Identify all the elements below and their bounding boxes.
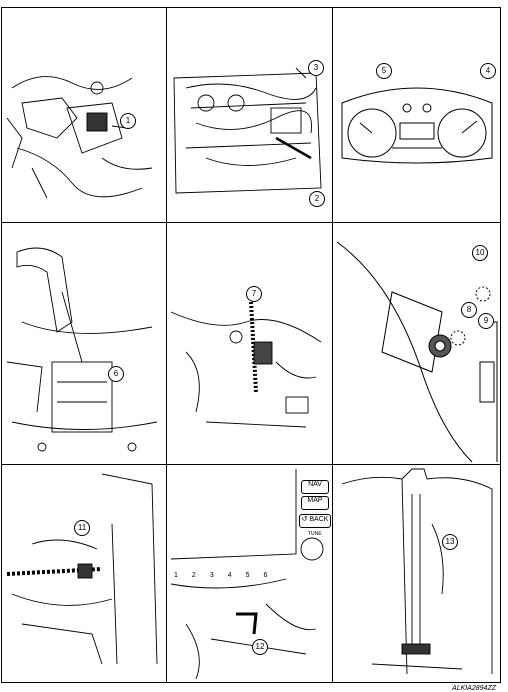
preset-buttons: 1 2 3 4 5 6 xyxy=(174,572,267,579)
preset-1: 1 xyxy=(174,572,178,579)
relay-box-illustration xyxy=(6,76,153,199)
grid-divider-col-2 xyxy=(332,8,333,682)
figure-code: ALKIA2894ZZ xyxy=(452,685,496,692)
panel-engine-compartment: 3 2 xyxy=(166,8,332,222)
center-console-illustration xyxy=(341,468,493,675)
panel-shift-lever: 6 xyxy=(2,222,166,464)
callout-9: 9 xyxy=(478,313,494,329)
grid-divider-row-1 xyxy=(2,222,500,223)
callout-5: 5 xyxy=(376,63,392,79)
callout-4: 4 xyxy=(480,63,496,79)
preset-5: 5 xyxy=(245,572,250,579)
panel-center-console: 13 xyxy=(332,464,502,682)
instrument-cluster-illustration xyxy=(341,87,493,164)
panel-wiring-connector: 7 xyxy=(166,222,332,464)
preset-4: 4 xyxy=(227,572,232,579)
map-button: MAP xyxy=(301,496,329,510)
callout-8: 8 xyxy=(461,302,477,318)
engine-compartment-illustration xyxy=(173,67,322,194)
grid-divider-row-2 xyxy=(2,464,500,465)
preset-3: 3 xyxy=(209,572,214,579)
nav-button: NAV xyxy=(301,480,329,494)
panel-audio-unit: NAV MAP ↺ BACK TUNE 1 2 3 4 5 6 12 xyxy=(166,464,332,682)
panel-steering-switch: 10 8 9 xyxy=(332,222,502,464)
grid-divider-col-1 xyxy=(166,8,167,682)
back-button: ↺ BACK xyxy=(299,514,331,528)
panel-instrument-cluster: 5 4 xyxy=(332,8,502,222)
callout-11: 11 xyxy=(74,520,90,536)
panel-relay-box: 1 xyxy=(2,8,166,222)
panel-interior-harness: 11 xyxy=(2,464,166,682)
callout-2: 2 xyxy=(309,191,325,207)
diagram-grid: 1 3 2 xyxy=(1,7,501,683)
callout-10: 10 xyxy=(472,245,488,261)
callout-12: 12 xyxy=(252,639,268,655)
callout-1: 1 xyxy=(120,113,136,129)
tune-label: TUNE xyxy=(308,531,322,537)
interior-harness-illustration xyxy=(6,473,158,665)
wiring-connector-illustration xyxy=(170,301,322,428)
callout-3: 3 xyxy=(308,60,324,76)
shift-lever-illustration xyxy=(6,247,158,452)
preset-6: 6 xyxy=(263,572,268,579)
callout-7: 7 xyxy=(246,286,262,302)
steering-switch-illustration xyxy=(336,241,498,463)
callout-13: 13 xyxy=(442,534,458,550)
callout-6: 6 xyxy=(108,366,124,382)
preset-2: 2 xyxy=(191,572,196,579)
